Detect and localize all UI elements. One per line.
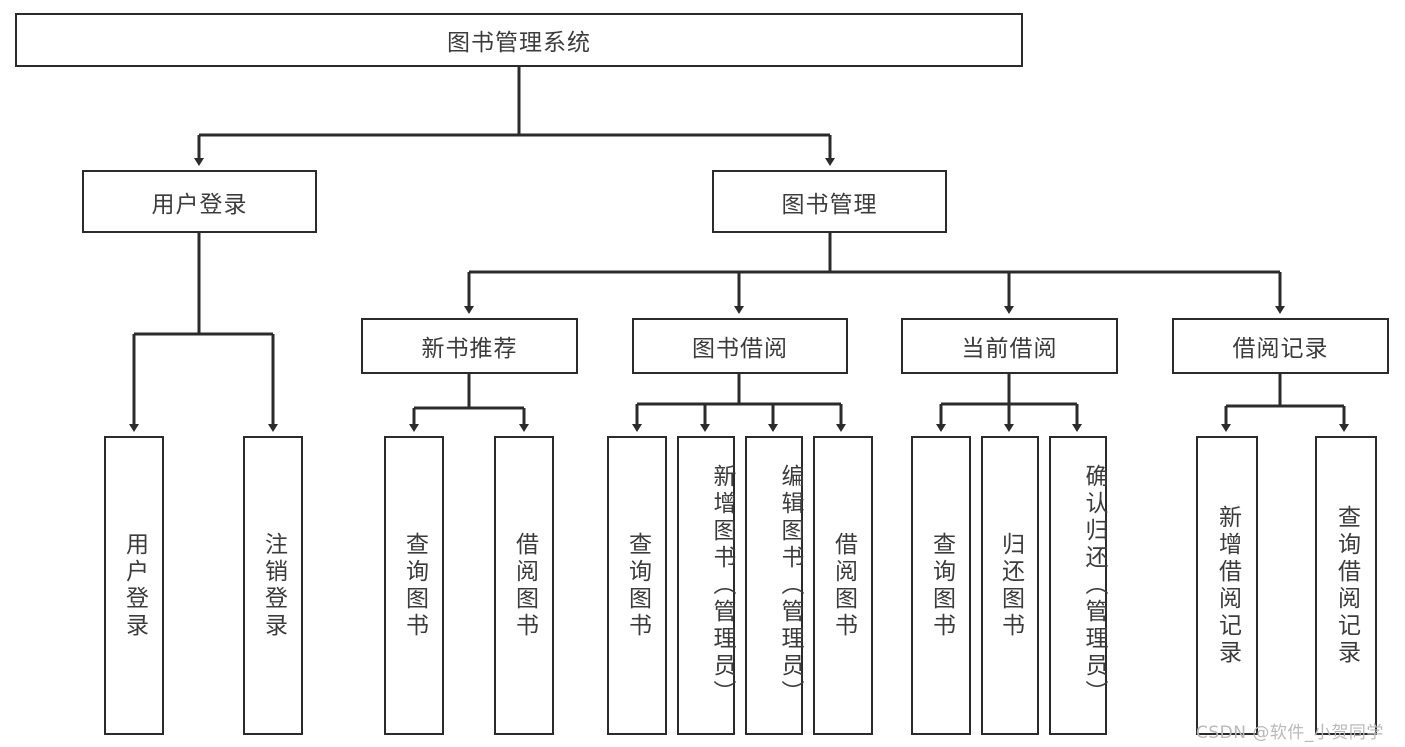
leaf-current-borrow-2[interactable]: 归还图书: [981, 436, 1039, 735]
leaf-book-borrow-2[interactable]: 新增图书（管理员）: [677, 436, 735, 735]
leaf-user-login-1-label: 用户登录: [121, 531, 148, 640]
leaf-book-borrow-1-label: 查询图书: [624, 531, 651, 640]
node-root[interactable]: 图书管理系统: [15, 13, 1023, 67]
node-book-borrow[interactable]: 图书借阅: [632, 318, 848, 374]
node-user-login[interactable]: 用户登录: [82, 170, 317, 233]
node-new-book-recommend[interactable]: 新书推荐: [361, 318, 578, 374]
leaf-current-borrow-1-label: 查询图书: [928, 531, 955, 640]
leaf-new-book-2-label: 借阅图书: [511, 531, 538, 640]
node-book-borrow-label: 图书借阅: [692, 336, 788, 362]
leaf-book-borrow-3-label: 编辑图书（管理员）: [777, 464, 803, 707]
node-book-manage-label: 图书管理: [781, 191, 878, 218]
node-borrow-record[interactable]: 借阅记录: [1172, 318, 1389, 374]
leaf-new-book-1-label: 查询图书: [401, 531, 428, 640]
leaf-borrow-record-1[interactable]: 新增借阅记录: [1196, 436, 1258, 735]
leaf-book-borrow-3[interactable]: 编辑图书（管理员）: [745, 436, 803, 735]
leaf-user-login-2[interactable]: 注销登录: [243, 436, 303, 735]
watermark: CSDN @软件_小贺同学: [1196, 723, 1384, 743]
node-current-borrow[interactable]: 当前借阅: [901, 318, 1118, 374]
leaf-new-book-2[interactable]: 借阅图书: [494, 436, 554, 735]
leaf-current-borrow-3-label: 确认归还（管理员）: [1081, 464, 1107, 707]
leaf-user-login-1[interactable]: 用户登录: [104, 436, 164, 735]
leaf-borrow-record-1-label: 新增借阅记录: [1214, 504, 1241, 667]
node-book-manage[interactable]: 图书管理: [712, 170, 947, 233]
leaf-book-borrow-4-label: 借阅图书: [830, 531, 857, 640]
node-user-login-label: 用户登录: [151, 191, 248, 218]
leaf-new-book-1[interactable]: 查询图书: [384, 436, 444, 735]
leaf-book-borrow-4[interactable]: 借阅图书: [813, 436, 873, 735]
node-root-label: 图书管理系统: [447, 30, 591, 56]
leaf-current-borrow-1[interactable]: 查询图书: [911, 436, 971, 735]
leaf-book-borrow-2-label: 新增图书（管理员）: [709, 464, 735, 707]
leaf-borrow-record-2-label: 查询借阅记录: [1333, 504, 1360, 667]
leaf-current-borrow-3[interactable]: 确认归还（管理员）: [1049, 436, 1107, 735]
leaf-user-login-2-label: 注销登录: [260, 531, 287, 640]
leaf-book-borrow-1[interactable]: 查询图书: [607, 436, 667, 735]
leaf-current-borrow-2-label: 归还图书: [997, 531, 1024, 640]
node-current-borrow-label: 当前借阅: [961, 336, 1058, 362]
leaf-borrow-record-2[interactable]: 查询借阅记录: [1315, 436, 1377, 735]
node-new-book-recommend-label: 新书推荐: [421, 336, 518, 362]
node-borrow-record-label: 借阅记录: [1232, 336, 1329, 362]
